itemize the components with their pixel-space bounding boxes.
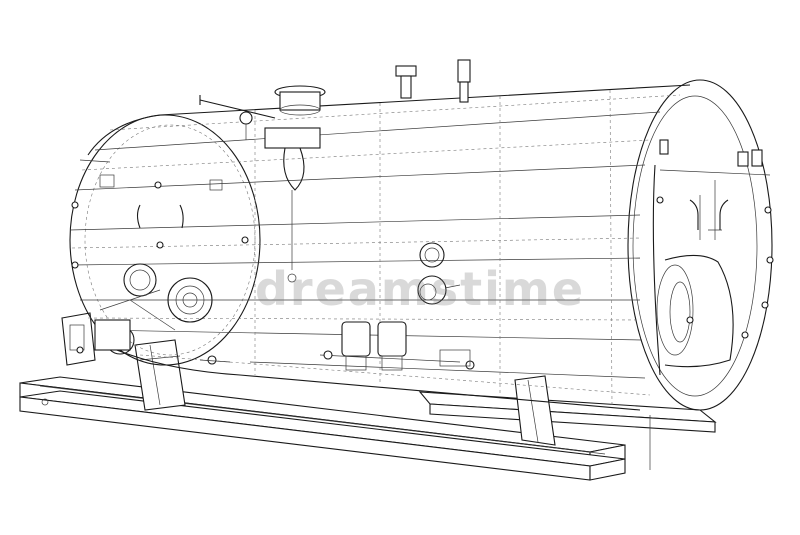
support-saddle-rear bbox=[514, 375, 556, 446]
pressure-gauge bbox=[239, 111, 253, 140]
watermark-logo: dreamstime bbox=[255, 262, 586, 316]
level-control-column bbox=[264, 127, 321, 283]
top-valve-right bbox=[457, 59, 471, 103]
base-rail-back bbox=[418, 391, 717, 470]
top-pipe-rail bbox=[199, 95, 276, 119]
boiler-shell bbox=[69, 79, 773, 411]
top-valve-left bbox=[395, 65, 417, 99]
feed-pumps bbox=[199, 321, 475, 371]
top-manhole bbox=[274, 85, 326, 116]
burner-mount-block bbox=[61, 312, 96, 366]
side-nozzles bbox=[417, 242, 461, 305]
front-head-burner bbox=[71, 159, 249, 355]
rear-door bbox=[652, 139, 774, 376]
